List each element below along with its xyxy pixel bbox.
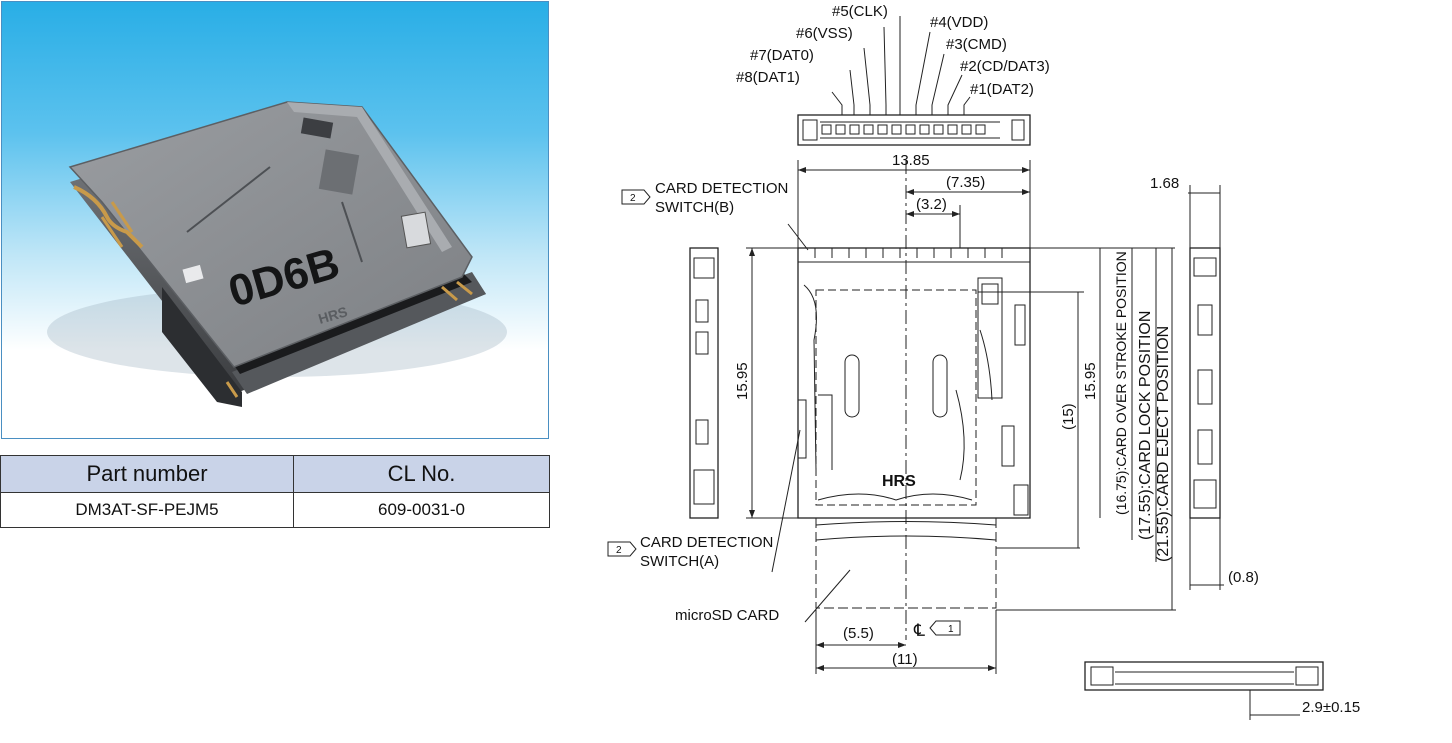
dim-pitch: (3.2) — [916, 196, 947, 213]
dim-offset-08: (0.8) — [1228, 569, 1259, 586]
pin-label-dat1: #8(DAT1) — [736, 69, 800, 86]
centerline-tag: 1 — [948, 624, 954, 635]
rear-view — [797, 114, 1031, 146]
dim-card-half: (5.5) — [843, 625, 874, 642]
technical-drawing: #5(CLK) #6(VSS) #4(VDD) #7(DAT0) #3(CMD)… — [607, 3, 1360, 720]
switch-a-tag: 2 — [616, 545, 622, 556]
pin-leaders — [831, 16, 971, 115]
centerline-symbol: ℄ — [913, 621, 925, 640]
switch-a-label-line2: SWITCH(A) — [640, 553, 719, 570]
right-side-view — [1189, 247, 1221, 519]
pin-label-dat2: #1(DAT2) — [970, 81, 1034, 98]
pin-label-dat0: #7(DAT0) — [750, 47, 814, 64]
product-photo: 0D6B HRS — [1, 1, 549, 439]
dimension-lines — [746, 160, 1300, 720]
dim-card-width: (11) — [892, 651, 918, 668]
microsd-card-label: microSD CARD — [675, 607, 779, 624]
dim-eject-position: (21.55):CARD EJECT POSITION — [1155, 326, 1172, 562]
switch-b-label-line2: SWITCH(B) — [655, 199, 734, 216]
column-header-cl-no: CL No. — [293, 455, 550, 493]
note-tags — [607, 189, 961, 636]
dim-lock-position: (17.55):CARD LOCK POSITION — [1137, 311, 1154, 540]
pin-label-vss: #6(VSS) — [796, 25, 853, 42]
dim-height-inner: 15.95 — [1082, 362, 1099, 400]
front-view — [1084, 661, 1324, 691]
pin-label-cmd: #3(CMD) — [946, 36, 1007, 53]
part-number-table: Part number CL No. DM3AT-SF-PEJM5 609-00… — [0, 455, 550, 528]
body-logo: HRS — [882, 473, 916, 490]
dim-height: 15.95 — [734, 362, 751, 400]
switch-a-label-line1: CARD DETECTION — [640, 534, 773, 551]
left-side-view — [689, 247, 719, 519]
dim-half-to-cl: (7.35) — [946, 174, 985, 191]
pin-label-vdd: #4(VDD) — [930, 14, 988, 31]
plan-view — [797, 247, 1031, 519]
table-row: DM3AT-SF-PEJM5 609-0031-0 — [0, 492, 550, 528]
switch-b-label-line1: CARD DETECTION — [655, 180, 788, 197]
part-number-cell: DM3AT-SF-PEJM5 — [0, 492, 294, 528]
maker-mark: HRS — [316, 303, 349, 327]
connector-illustration: 0D6B HRS — [47, 101, 507, 407]
table-header-row: Part number CL No. — [0, 455, 550, 493]
arrowheads — [749, 167, 1030, 671]
pin-label-cd-dat3: #2(CD/DAT3) — [960, 58, 1050, 75]
dim-right-view-width: 1.68 — [1150, 175, 1179, 192]
pin-label-clk: #5(CLK) — [832, 3, 888, 20]
cl-number-cell: 609-0031-0 — [293, 492, 550, 528]
dim-width: 13.85 — [892, 152, 930, 169]
column-header-part-number: Part number — [0, 455, 294, 493]
dim-over-stroke: (16.75):CARD OVER STROKE POSITION — [1113, 251, 1129, 515]
dim-inner-15: (15) — [1060, 403, 1077, 430]
switch-b-tag: 2 — [630, 193, 636, 204]
dim-height-side: 2.9±0.15 — [1302, 699, 1360, 716]
